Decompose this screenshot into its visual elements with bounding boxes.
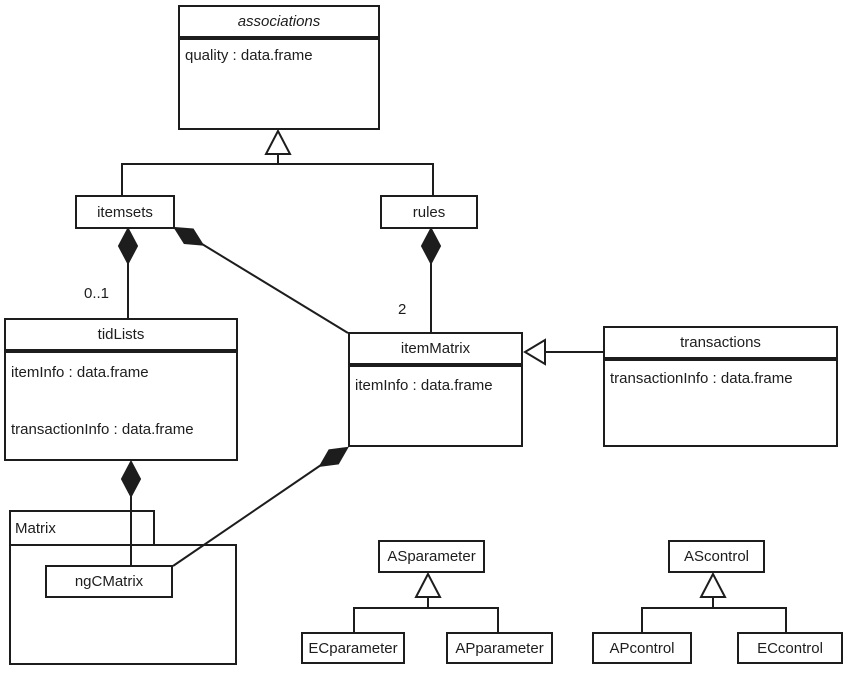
class-name-label: transactions <box>680 334 761 351</box>
composition-diamond-icon <box>173 226 205 246</box>
package-name-label: Matrix <box>15 519 56 537</box>
class-transactions: transactions transactionInfo : data.fram… <box>603 326 838 447</box>
class-ecparameter: ECparameter <box>301 632 405 664</box>
class-ngcmatrix: ngCMatrix <box>45 565 173 598</box>
class-name-label: ECparameter <box>308 639 398 657</box>
class-title-tidlists: tidLists <box>6 320 236 351</box>
class-attributes-transactions: transactionInfo : data.frame <box>605 359 836 445</box>
class-attribute: quality : data.frame <box>185 47 313 64</box>
class-name-label: ngCMatrix <box>74 573 144 590</box>
class-name-label: AScontrol <box>683 548 750 565</box>
class-tidlists: tidLists itemInfo : data.frame transacti… <box>4 318 238 461</box>
composition-diamond-icon <box>120 459 142 499</box>
class-name-label: tidLists <box>97 326 145 343</box>
generalization-controls-to-ascontrol <box>641 571 787 632</box>
class-attribute: itemInfo : data.frame <box>11 364 149 381</box>
composition-diamond-icon <box>117 226 139 266</box>
class-name-label: ECcontrol <box>757 639 823 657</box>
class-apcontrol: APcontrol <box>592 632 692 664</box>
class-title-transactions: transactions <box>605 328 836 359</box>
class-title-associations: associations <box>180 7 378 38</box>
composition-rules-to-itemmatrix <box>420 226 442 332</box>
generalization-itemsets-rules-to-associations <box>121 128 434 195</box>
class-attributes-associations: quality : data.frame <box>180 38 378 128</box>
package-matrix-tab: Matrix <box>9 510 155 544</box>
package-matrix-body <box>9 544 237 665</box>
class-rules: rules <box>380 195 478 229</box>
generalization-parameters-to-asparameter <box>353 571 499 632</box>
generalization-triangle-icon <box>699 571 727 598</box>
class-name-label: rules <box>412 203 446 221</box>
composition-diamond-icon <box>318 446 349 468</box>
multiplicity-label-itemmatrix: 2 <box>398 301 407 318</box>
class-attributes-itemmatrix: itemInfo : data.frame <box>350 365 521 445</box>
class-attributes-tidlists: itemInfo : data.frame transactionInfo : … <box>6 351 236 459</box>
class-name-label: associations <box>237 13 321 30</box>
class-attribute: transactionInfo : data.frame <box>610 370 793 387</box>
class-title-itemmatrix: itemMatrix <box>350 334 521 365</box>
composition-diamond-icon <box>420 226 442 266</box>
class-apparameter: APparameter <box>446 632 553 664</box>
class-name-label: APparameter <box>455 639 544 657</box>
class-eccontrol: ECcontrol <box>737 632 843 664</box>
generalization-triangle-icon <box>264 128 292 155</box>
class-name-label: itemsets <box>97 203 153 221</box>
class-attribute: itemInfo : data.frame <box>355 377 493 394</box>
generalization-triangle-icon <box>414 571 442 598</box>
class-asparameter: ASparameter <box>378 540 485 573</box>
class-associations: associations quality : data.frame <box>178 5 380 130</box>
class-name-label: itemMatrix <box>400 340 471 357</box>
class-name-label: ASparameter <box>387 548 476 565</box>
class-attribute: transactionInfo : data.frame <box>11 421 194 438</box>
generalization-triangle-icon <box>523 338 546 366</box>
composition-itemsets-to-tidlists <box>117 226 139 318</box>
class-itemsets: itemsets <box>75 195 175 229</box>
class-name-label: APcontrol <box>609 639 675 657</box>
generalization-transactions-to-itemmatrix <box>523 338 603 366</box>
class-ascontrol: AScontrol <box>668 540 765 573</box>
class-itemmatrix: itemMatrix itemInfo : data.frame <box>348 332 523 447</box>
multiplicity-label-tidlists: 0..1 <box>84 285 110 302</box>
